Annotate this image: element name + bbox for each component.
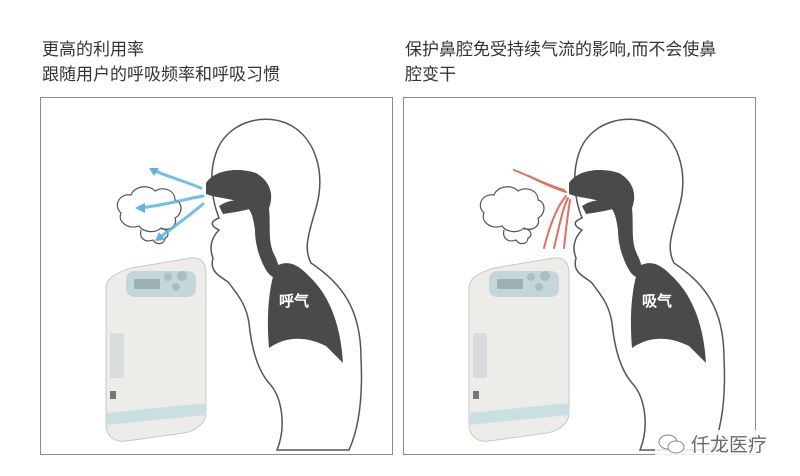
lungs-shape	[630, 263, 706, 363]
exhale-illustration-panel: 呼气	[40, 97, 393, 455]
airway-shape	[206, 170, 281, 278]
inhale-illustration	[468, 118, 726, 451]
right-caption-line2: 腔变干	[405, 65, 456, 85]
airway-shape	[569, 170, 644, 278]
watermark-text: 仟龙医疗	[691, 434, 768, 456]
wechat-icon	[658, 434, 685, 453]
exhale-illustration	[105, 118, 363, 451]
inhale-illustration-panel: 吸气	[403, 97, 756, 455]
cloud-icon	[116, 186, 182, 245]
right-caption-line1: 保护鼻腔免受持续气流的影响,而不会使鼻	[405, 40, 717, 60]
left-caption: 更高的利用率 跟随用户的呼吸频率和呼吸习惯	[42, 38, 392, 88]
left-caption-title: 更高的利用率	[42, 40, 144, 60]
right-caption: 保护鼻腔免受持续气流的影响,而不会使鼻 腔变干	[405, 38, 760, 88]
left-caption-subtitle: 跟随用户的呼吸频率和呼吸习惯	[42, 65, 280, 85]
inhale-label: 吸气	[642, 292, 673, 310]
oxygen-concentrator	[468, 257, 570, 442]
watermark: 仟龙医疗	[655, 430, 770, 457]
cloud-icon	[479, 186, 545, 245]
lungs-shape	[267, 263, 343, 363]
oxygen-concentrator	[105, 257, 207, 442]
exhale-label: 呼气	[279, 292, 310, 310]
